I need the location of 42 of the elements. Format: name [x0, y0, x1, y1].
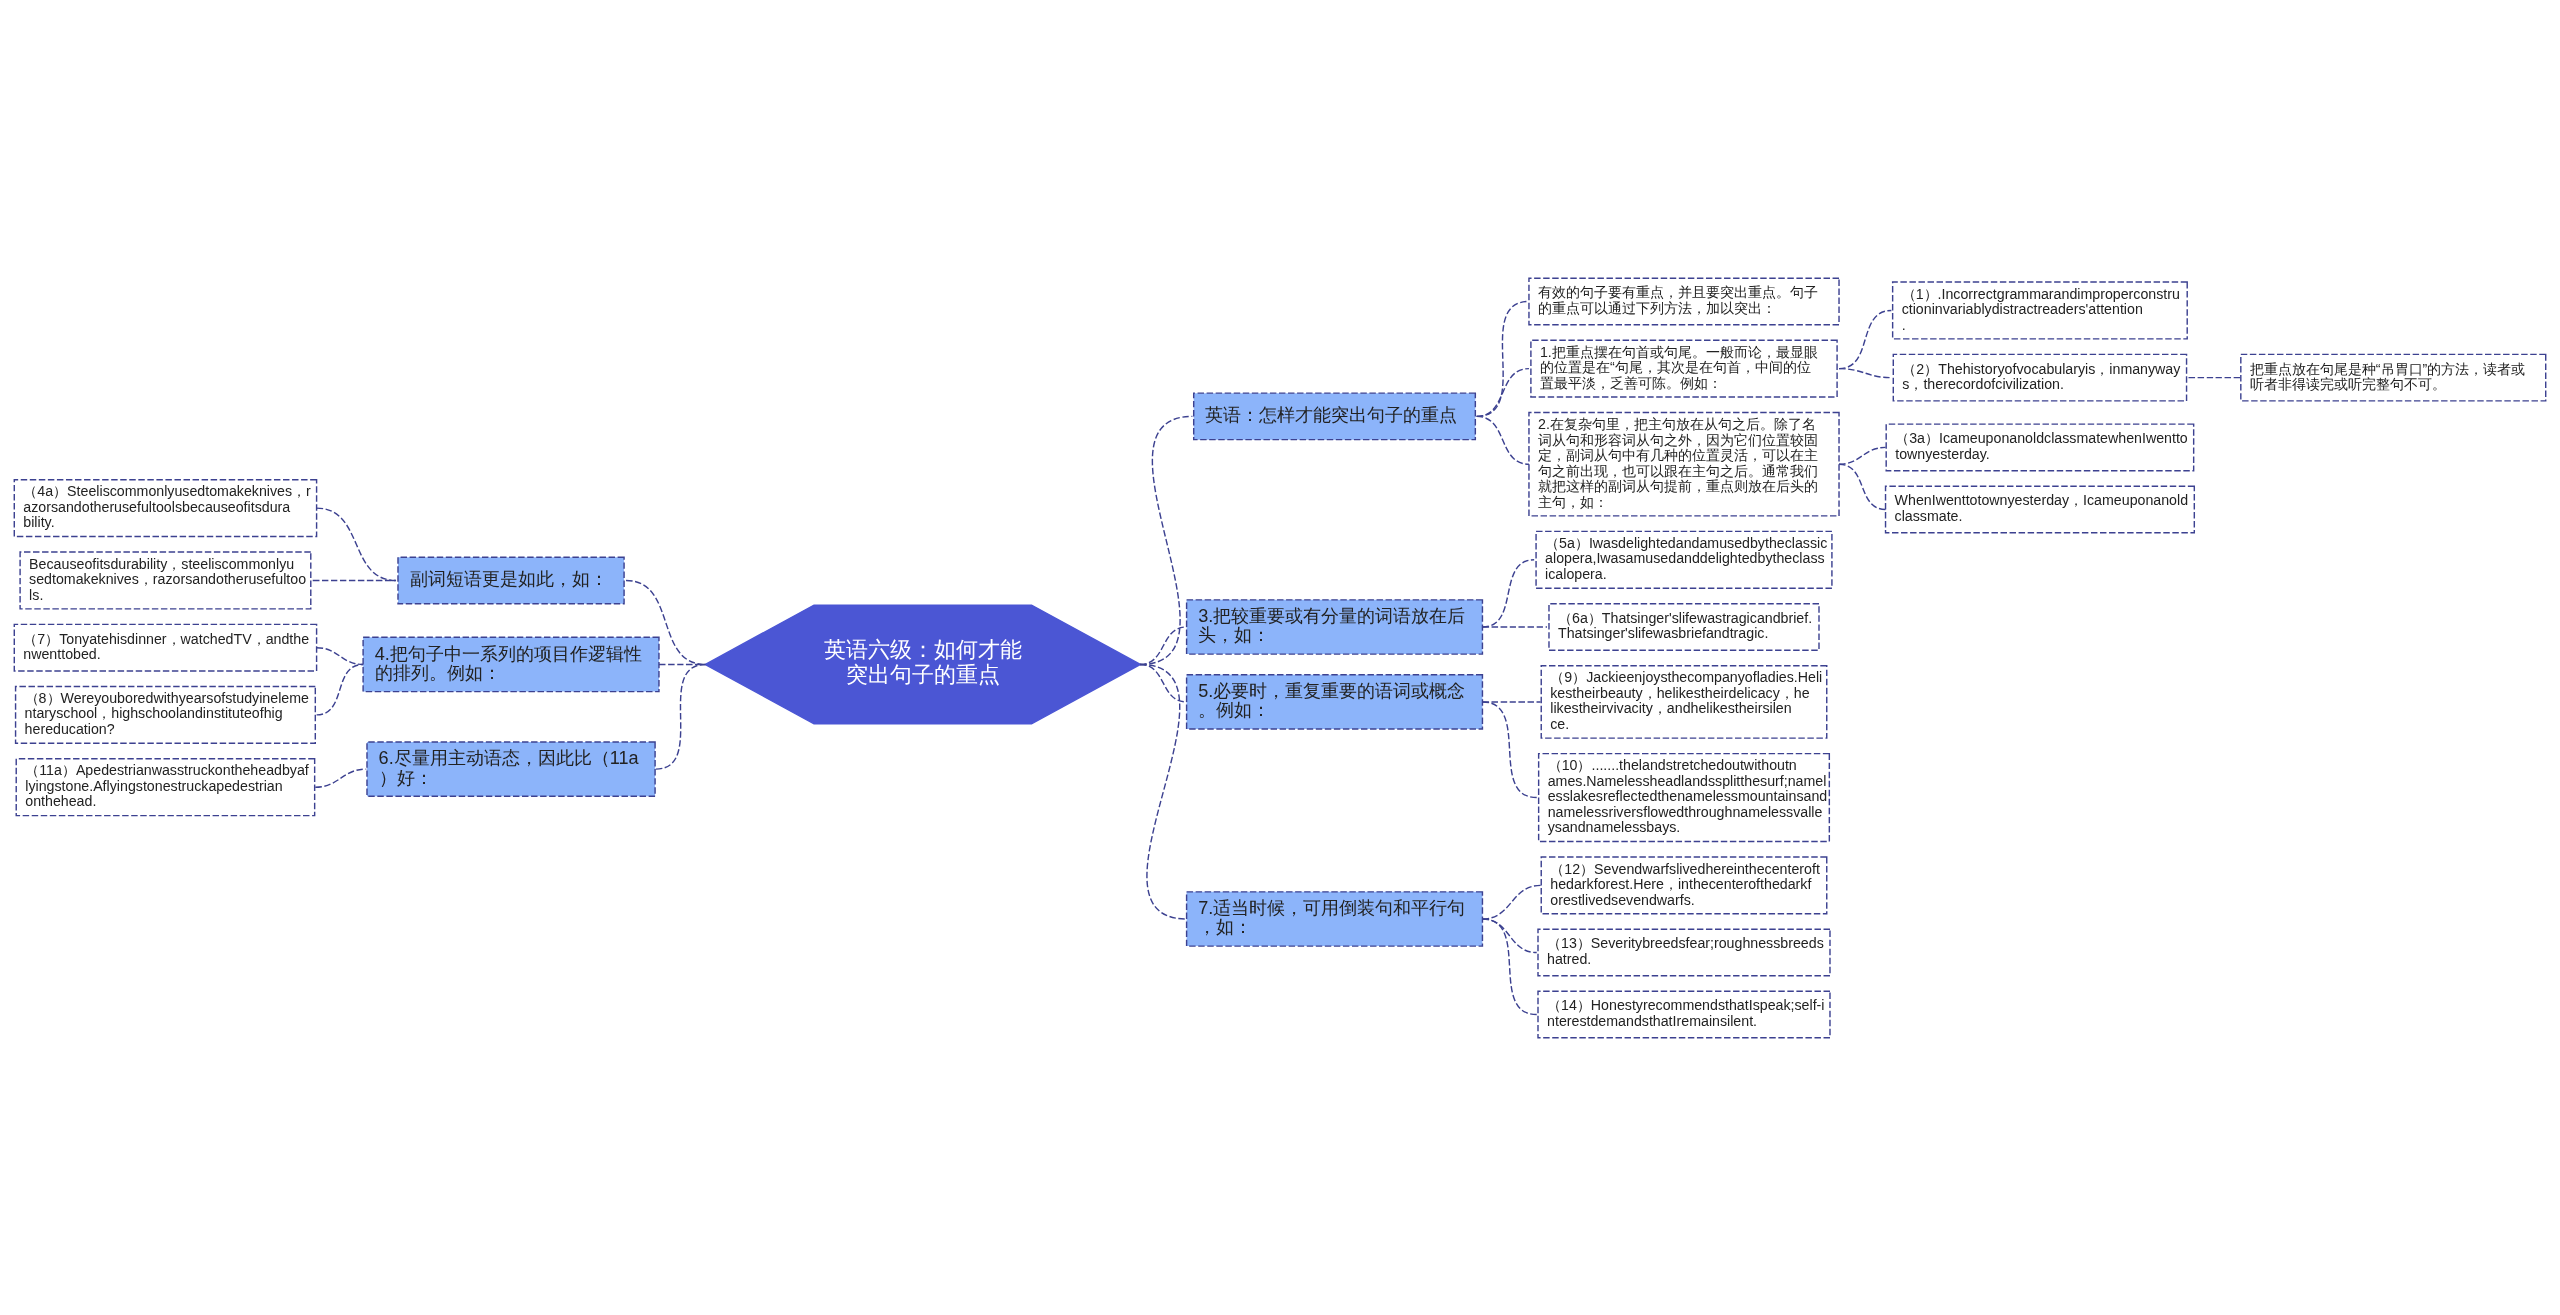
- connector: [1838, 463, 1887, 510]
- node-box: （9）Jackieenjoysthecompanyofladies.Helikestheirbeauty，helikestheirdelicacy，helikestheirvivacity，andhelikestheirsilence.: [1540, 664, 1828, 739]
- node-box: 1.把重点摆在句首或句尾。一般而论，最显眼的位置是在“句尾，其次是在句首，中间的位置最平淡，乏善可陈。例如：: [1530, 338, 1838, 398]
- node-box: （5a）Iwasdelightedandamusedbytheclassicalopera,Iwasamusedanddelightedbytheclassicalopera.: [1535, 530, 1833, 589]
- node-box: 有效的句子要有重点，并且要突出重点。句子的重点可以通过下列方法，加以突出：: [1528, 276, 1840, 325]
- connector: [314, 767, 368, 788]
- node-box: 5.必要时，重复重要的语词或概念。例如：: [1185, 673, 1484, 730]
- node-box: （12）Sevendwarfslivedhereinthecenterofthedarkforest.Here，inthecenterofthedarkforestlivedsevendwarfs.: [1540, 855, 1828, 914]
- node-box: 7.适当时候，可用倒装句和平行句，如：: [1185, 890, 1484, 947]
- connector: [315, 506, 397, 581]
- connector: [1139, 663, 1188, 920]
- node-box: Becauseofitsdurability，steeliscommonlyusedtomakeknives，razorsandotherusefultools.: [19, 550, 312, 610]
- node-box: 2.在复杂句里，把主句放在从句之后。除了名词从句和形容词从句之外，因为它们位置较固定，副词从句中有几种的位置灵活，可以在主句之前出现，也可以跟在主句之后。通常我们就把这样的副词从句提前，重点则放在后头的主句，如：: [1528, 411, 1840, 517]
- connector: [1838, 446, 1887, 465]
- node-box: （13）Severitybreedsfear;roughnessbreedshatred.: [1537, 928, 1831, 977]
- connector: [315, 663, 364, 716]
- connector: [1481, 700, 1538, 798]
- node-box: （3a）IcameuponanoldclassmatewhenIwenttotownyesterday.: [1885, 422, 2195, 471]
- connector: [1838, 367, 1893, 378]
- node-box: （8）Wereyouboredwithyearsofstudyinelementaryschool，highschoolandinstituteofhighereducation?: [14, 685, 316, 744]
- node-box: 6.尽量用主动语态，因此比（11a）好：: [366, 740, 656, 797]
- node-box: （1）.Incorrectgrammarandimproperconstructioninvariablydistractreaders'attention.: [1891, 280, 2188, 340]
- node-box: 3.把较重要或有分量的词语放在后头，如：: [1185, 598, 1484, 655]
- node-box: （14）HonestyrecommendsthatIspeak;self-interestdemandsthatIremainsilent.: [1537, 990, 1831, 1039]
- connector: [315, 646, 364, 665]
- node-box: 英语：怎样才能突出句子的重点: [1193, 391, 1477, 440]
- connector: [1481, 625, 1548, 628]
- node-box: 副词短语更是如此，如：: [397, 556, 625, 604]
- node-box: 4.把句子中一系列的项目作逻辑性的排列。例如：: [362, 636, 660, 692]
- node-box: WhenIwenttotownyesterday，Icameuponanoldclassmate.: [1884, 484, 2195, 533]
- node-box: （10）.......thelandstretchedoutwithoutnames.Namelessheadlandssplitthesurf;namelesslakesreflectedthenamelessmountainsandnamelessriversflowedthroughnamelessvalleysandnamelessbays.: [1537, 752, 1831, 842]
- connector: [655, 663, 707, 770]
- connector: [1481, 917, 1538, 1015]
- node-box: 把重点放在句尾是种“吊胃口”的方法，读者或听者非得读完或听完整句不可。: [2240, 353, 2547, 402]
- node-box: （7）Tonyatehisdinner，watchedTV，andthenwenttobed.: [13, 623, 318, 672]
- node-box: （2）Thehistoryofvocabularyis，inmanyways，therecordofcivilization.: [1892, 353, 2188, 402]
- node-box: （6a）Thatsinger'slifewastragicandbrief.Thatsinger'slifewasbriefandtragic.: [1548, 602, 1820, 651]
- node-box: （11a）Apedestrianwasstruckontheheadbyaflyingstone.Aflyingstonestruckapedestrianonthehead.: [15, 757, 316, 816]
- connector: [312, 579, 397, 581]
- connector: [2187, 376, 2242, 378]
- connector: [1475, 415, 1530, 465]
- node-box: （4a）Steeliscommonlyusedtomakeknives，razorsandotherusefultoolsbecauseofitsdurability.: [13, 478, 318, 537]
